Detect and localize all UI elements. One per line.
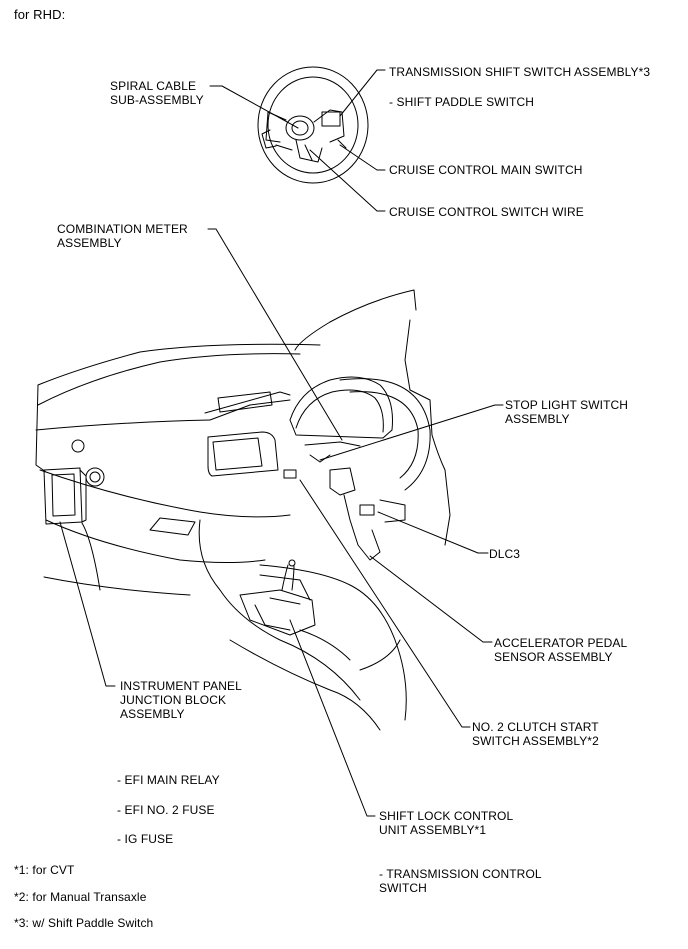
label-ig-fuse: - IG FUSE <box>117 832 174 846</box>
label-cruise-control-main-switch: CRUISE CONTROL MAIN SWITCH <box>389 163 583 177</box>
label-dlc3: DLC3 <box>489 547 521 561</box>
junction-block-drawing <box>43 467 87 525</box>
label-spiral-cable: SPIRAL CABLE SUB-ASSEMBLY <box>110 79 204 107</box>
center-console-drawing <box>198 519 407 731</box>
label-transmission-control-switch: - TRANSMISSION CONTROL SWITCH <box>379 867 542 895</box>
meter-and-column-drawing <box>283 376 431 561</box>
label-transmission-shift-switch: TRANSMISSION SHIFT SWITCH ASSEMBLY*3 <box>389 65 651 79</box>
label-instrument-panel-junction-block: INSTRUMENT PANEL JUNCTION BLOCK ASSEMBLY <box>120 679 242 721</box>
footnote-1: *1: for CVT <box>14 863 75 877</box>
label-accelerator-pedal-sensor: ACCELERATOR PEDAL SENSOR ASSEMBLY <box>494 636 628 664</box>
label-no2-clutch-start-switch: NO. 2 CLUTCH START SWITCH ASSEMBLY*2 <box>472 720 599 748</box>
label-stop-light-switch: STOP LIGHT SWITCH ASSEMBLY <box>505 398 629 426</box>
steering-wheel-drawing <box>257 66 369 184</box>
label-efi-no2-fuse: - EFI NO. 2 FUSE <box>117 803 215 817</box>
page-title: for RHD: <box>14 7 66 22</box>
label-shift-lock-control-unit: SHIFT LOCK CONTROL UNIT ASSEMBLY*1 <box>379 809 514 837</box>
leader-lines <box>59 69 504 817</box>
label-combination-meter: COMBINATION METER ASSEMBLY <box>57 222 188 250</box>
label-shift-paddle-switch: - SHIFT PADDLE SWITCH <box>389 95 534 109</box>
footnote-3: *3: w/ Shift Paddle Switch <box>14 916 154 930</box>
label-cruise-control-switch-wire: CRUISE CONTROL SWITCH WIRE <box>389 205 584 219</box>
footnote-2: *2: for Manual Transaxle <box>14 890 147 904</box>
label-efi-main-relay: - EFI MAIN RELAY <box>117 773 220 787</box>
instrument-panel-drawing <box>35 289 451 596</box>
